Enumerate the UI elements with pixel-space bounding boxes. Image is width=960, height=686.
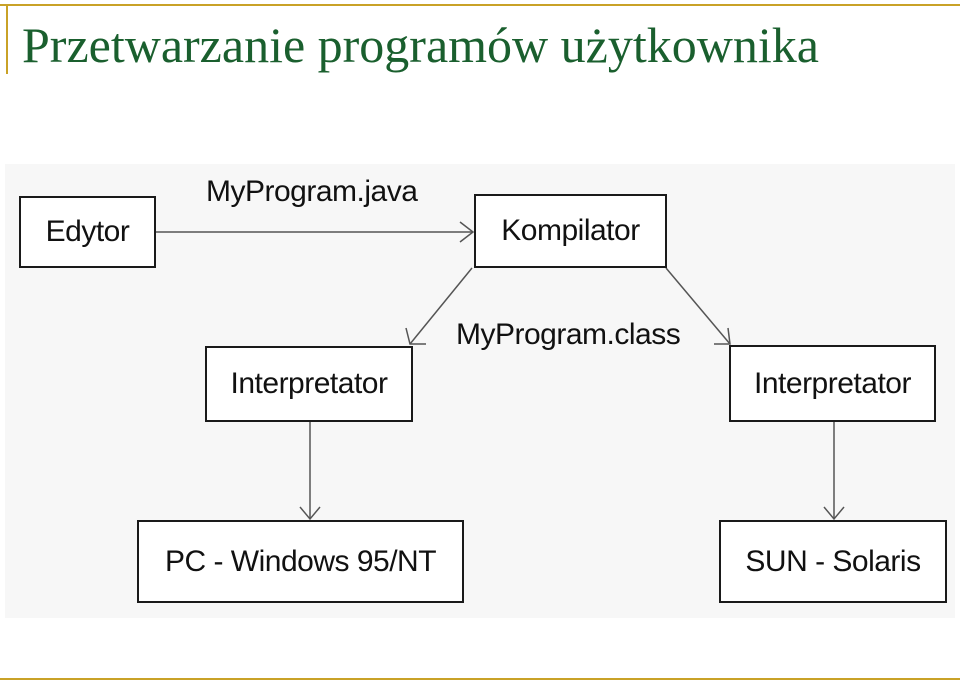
slide-title: Przetwarzanie programów użytkownika [22,17,819,73]
arrowhead-interpreter-right [714,327,731,345]
bottom-rule [0,678,960,680]
title-side-rule [6,4,8,74]
node-compiler: Kompilator [474,194,667,268]
arrowhead-compiler [459,221,475,243]
node-interpreter-left-label: Interpretator [230,367,388,400]
node-platform-sun: SUN - Solaris [719,520,947,603]
node-compiler-label: Kompilator [501,214,640,247]
arrowhead-interpreter-left [405,327,426,345]
node-interpreter-right-label: Interpretator [754,366,911,400]
title-top-rule [0,4,960,6]
node-interpreter-right: Interpretator [729,345,936,422]
edge-compiler-interpreter-right [665,267,731,345]
node-platform-pc-label: PC - Windows 95/NT [164,544,437,578]
edge-label-source-file: MyProgram.java [206,175,418,208]
node-editor-label: Edytor [45,215,130,248]
node-platform-pc: PC - Windows 95/NT [137,520,464,603]
arrowhead-sun [823,506,845,521]
node-interpreter-left: Interpretator [205,346,413,422]
edge-compiler-interpreter-left [409,267,473,345]
arrowhead-pc [299,506,321,521]
edge-label-class-file: MyProgram.class [456,318,681,351]
node-platform-sun-label: SUN - Solaris [745,544,921,578]
node-editor: Edytor [19,196,156,268]
